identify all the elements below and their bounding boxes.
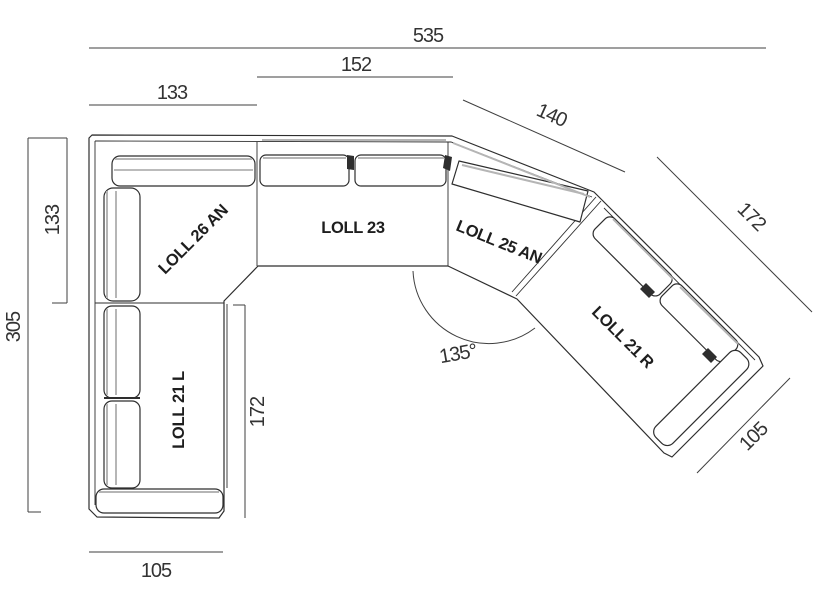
dim-label-172-right: 172 [733,198,771,236]
mark-21r-cushions [640,283,655,298]
dim-label-133-left: 133 [42,204,64,235]
dim-label-105-diag: 105 [735,418,773,456]
armrest-21l [95,488,224,514]
angle-label-135: 135° [438,340,479,368]
cushion-23-left [259,154,350,187]
dim-label-305: 305 [3,311,25,342]
dim-label-105-bottom: 105 [141,560,172,582]
module-label-loll-21r: LOLL 21 R [588,303,657,372]
module-label-loll-21l: LOLL 21 L [170,371,188,449]
cushion-21r-upper [592,216,673,297]
dim-label-140: 140 [533,99,570,132]
dim-label-535: 535 [413,25,444,47]
armrest-21r [653,349,750,447]
junction-25an-21r-a [515,200,602,297]
cushion-26an-back [111,155,256,187]
angle-arc-135 [412,270,536,345]
cushion-26an-side [103,187,141,302]
dimension-lines [27,47,813,553]
dim-line-172-right [656,156,813,313]
module-labels: LOLL 26 AN LOLL 23 LOLL 25 AN LOLL 21 L … [155,201,657,449]
gray-accents [99,139,739,493]
gray-frame-wedge [452,142,591,198]
sofa-outline [88,134,764,519]
mark-23-25an [443,155,452,171]
dim-label-152: 152 [341,54,372,76]
mark-23-cushions [347,155,354,170]
module-label-loll-25an: LOLL 25 AN [454,217,545,268]
gray-25an [461,164,585,195]
sofa-outer-frame [88,134,764,519]
dim-label-172-21l: 172 [247,396,269,427]
cushion-25an-back [451,160,589,223]
cushion-21r-lower [659,283,739,363]
cushion-folds [114,169,253,485]
junction-marks [104,155,717,399]
cushion-21l-lower [103,400,141,489]
dim-line-140 [462,99,626,173]
gray-21r-lower [679,286,739,345]
module-label-loll-23: LOLL 23 [321,219,385,237]
cushion-21l-upper [103,305,141,399]
gray-21r-upper [612,218,674,280]
dim-label-133-top: 133 [157,82,188,104]
dim-line-105-diag [696,377,791,474]
cushion-23-right [354,154,447,187]
mark-21r-armrest [702,348,717,363]
module-label-loll-26an: LOLL 26 AN [155,201,232,278]
cushions [95,154,750,514]
